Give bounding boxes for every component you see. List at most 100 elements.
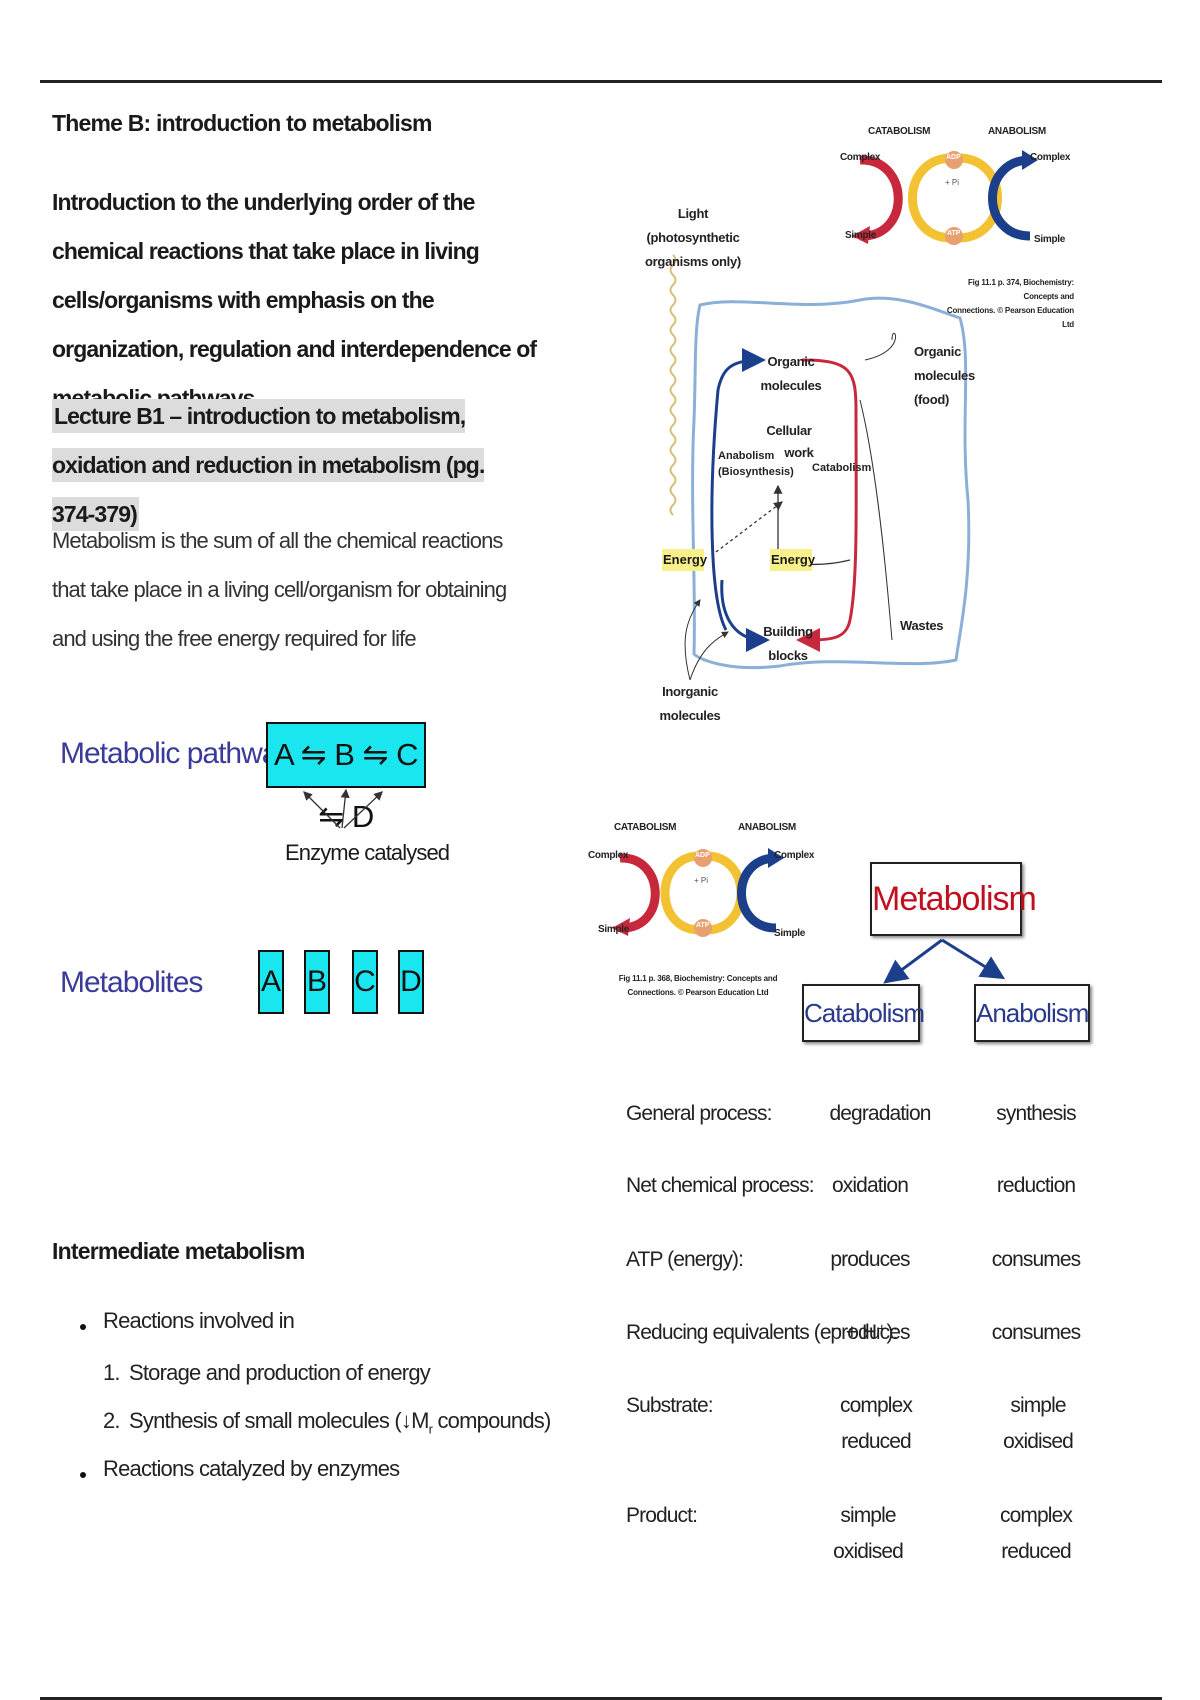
caption-line: Fig 11.1 p. 374, Biochemistry: Concepts … — [967, 278, 1074, 301]
label-line: molecules — [914, 368, 975, 383]
lecture-heading-text: Lecture B1 – introduction to metabolism,… — [52, 399, 485, 531]
complex-left-label: Complex — [840, 152, 881, 163]
label-line: Building — [763, 624, 813, 639]
cat-product: simple oxidised — [808, 1498, 928, 1570]
catabolism-label: CATABOLISM — [614, 822, 677, 833]
atp-label: ATP — [947, 230, 961, 237]
bullet-enzymes: Reactions catalyzed by enzymes — [103, 1456, 400, 1481]
energy-left-label: Energy — [663, 552, 708, 567]
intermediate-metabolism-title: Intermediate metabolism — [52, 1238, 305, 1264]
adp-label: ADP — [946, 154, 961, 161]
bullet-dot — [80, 1472, 86, 1478]
label-line: (Biosynthesis) — [718, 466, 794, 478]
list-item-energy: Storage and production of energy — [129, 1360, 431, 1385]
metabolite-b: B — [304, 950, 330, 1014]
cat-substrate: complex reduced — [816, 1388, 936, 1460]
pi-label: + Pi — [694, 876, 709, 885]
metabolism-branch-arrows — [883, 938, 1006, 984]
label-line: Organic — [914, 344, 962, 359]
ana-product: complex reduced — [976, 1498, 1096, 1570]
catabolism-label: Catabolism — [812, 462, 872, 474]
ana-net-chemical: reduction — [996, 1174, 1076, 1197]
row-label-reducing: Reducing equivalents (e⁻ + H⁺): — [626, 1321, 898, 1344]
cell-line: simple — [840, 1504, 896, 1527]
page-title: Theme B: introduction to metabolism — [52, 110, 432, 136]
simple-right-label: Simple — [774, 928, 805, 939]
adp-label: ADP — [695, 852, 710, 859]
catabolism-box: Catabolism — [802, 984, 925, 1042]
metabolites-label: Metabolites — [60, 966, 203, 999]
building-blocks-label: Building blocks — [758, 620, 818, 668]
label-line: Cellular — [766, 423, 812, 438]
label-line: organisms only) — [645, 254, 741, 269]
down-arrow-icon: ↓ — [400, 1408, 412, 1433]
complex-right-label: Complex — [1030, 152, 1071, 163]
anabolism-biosynthesis-label: Anabolism (Biosynthesis) — [718, 448, 794, 480]
food-label: Organic molecules (food) — [914, 340, 975, 412]
pi-label: + Pi — [945, 178, 960, 187]
complex-right-label: Complex — [774, 850, 815, 861]
mr-symbol: M — [411, 1408, 429, 1433]
list-number-2: 2. — [103, 1408, 121, 1433]
caption-line: Fig 11.1 p. 368, Biochemistry: Concepts … — [618, 974, 778, 983]
cell-line: reduced — [841, 1430, 911, 1453]
anabolism-label: ANABOLISM — [988, 126, 1046, 137]
figure-caption-bottom: Fig 11.1 p. 368, Biochemistry: Concepts … — [618, 972, 778, 1000]
label-line: (food) — [914, 392, 950, 407]
cell-line: oxidised — [833, 1540, 904, 1563]
simple-left-label: Simple — [598, 924, 629, 935]
compounds-text: compounds) — [432, 1408, 551, 1433]
list-number-1: 1. — [103, 1360, 121, 1385]
cell-line: complex — [840, 1394, 913, 1417]
anabolism-box: Anabolism — [974, 984, 1090, 1042]
cycle-figure-top: CATABOLISM ANABOLISM Complex Complex Sim… — [830, 118, 1074, 329]
label-line: Anabolism — [718, 450, 775, 462]
anabolism-label: ANABOLISM — [738, 822, 796, 833]
complex-left-label: Complex — [588, 850, 629, 861]
energy-right-label: Energy — [771, 552, 816, 567]
label-line: molecules — [659, 708, 721, 723]
figure-caption-top: Fig 11.1 p. 374, Biochemistry: Concepts … — [944, 276, 1074, 332]
simple-left-label: Simple — [845, 230, 876, 241]
catabolism-anabolism-cycle-top — [852, 150, 1038, 245]
cell-line: reduced — [1001, 1540, 1071, 1563]
row-label-atp: ATP (energy): — [626, 1248, 744, 1271]
caption-line: Connections. © Pearson Education Ltd — [946, 306, 1074, 329]
list-item-small-molecules: Synthesis of small molecules (↓Mr compou… — [129, 1408, 551, 1436]
cycle-figure-bottom: CATABOLISM ANABOLISM Complex Complex Sim… — [588, 822, 814, 1012]
intro-paragraph: Introduction to the underlying order of … — [52, 189, 537, 411]
inorganic-molecules-label: Inorganic molecules — [650, 680, 730, 728]
metabolism-definition: Metabolism is the sum of all the chemica… — [52, 528, 507, 651]
cellular-work-label: Cellular work — [758, 420, 820, 464]
top-rule — [40, 80, 1162, 83]
cell-line: complex — [1000, 1504, 1073, 1527]
organic-molecules-label: Organic molecules — [756, 350, 826, 398]
row-label-net-chemical: Net chemical process: — [626, 1174, 815, 1197]
label-line: Inorganic — [662, 684, 718, 699]
ana-reducing: consumes — [991, 1321, 1081, 1344]
cell-line: oxidised — [1003, 1430, 1074, 1453]
metabolism-box: Metabolism — [870, 862, 1037, 936]
wastes-label: Wastes — [900, 618, 944, 633]
ana-substrate: simple oxidised — [978, 1388, 1098, 1460]
label-line: Organic — [767, 354, 815, 369]
metabolite-a: A — [258, 950, 284, 1014]
catabolism-label: CATABOLISM — [868, 126, 931, 137]
cat-general: degradation — [829, 1102, 931, 1125]
simple-right-label: Simple — [1034, 234, 1065, 245]
label-line: (photosynthetic — [646, 230, 740, 245]
label-line: work — [784, 445, 814, 460]
label-line: Light — [677, 206, 709, 221]
metabolite-c: C — [352, 950, 378, 1014]
cell-line: simple — [1010, 1394, 1066, 1417]
caption-line: Connections. © Pearson Education Ltd — [627, 988, 769, 997]
cell-metabolism-diagram: Light (photosynthetic organisms only) Or… — [645, 200, 1000, 730]
lecture-heading: Lecture B1 – introduction to metabolism,… — [52, 392, 502, 539]
cat-reducing: produces — [830, 1321, 910, 1344]
bullet-dot — [80, 1324, 86, 1330]
row-label-general: General process: — [626, 1102, 772, 1125]
row-label-substrate: Substrate: — [626, 1394, 714, 1417]
ana-atp: consumes — [991, 1248, 1081, 1271]
enzyme-arrows — [303, 788, 383, 829]
label-line: blocks — [768, 648, 808, 663]
